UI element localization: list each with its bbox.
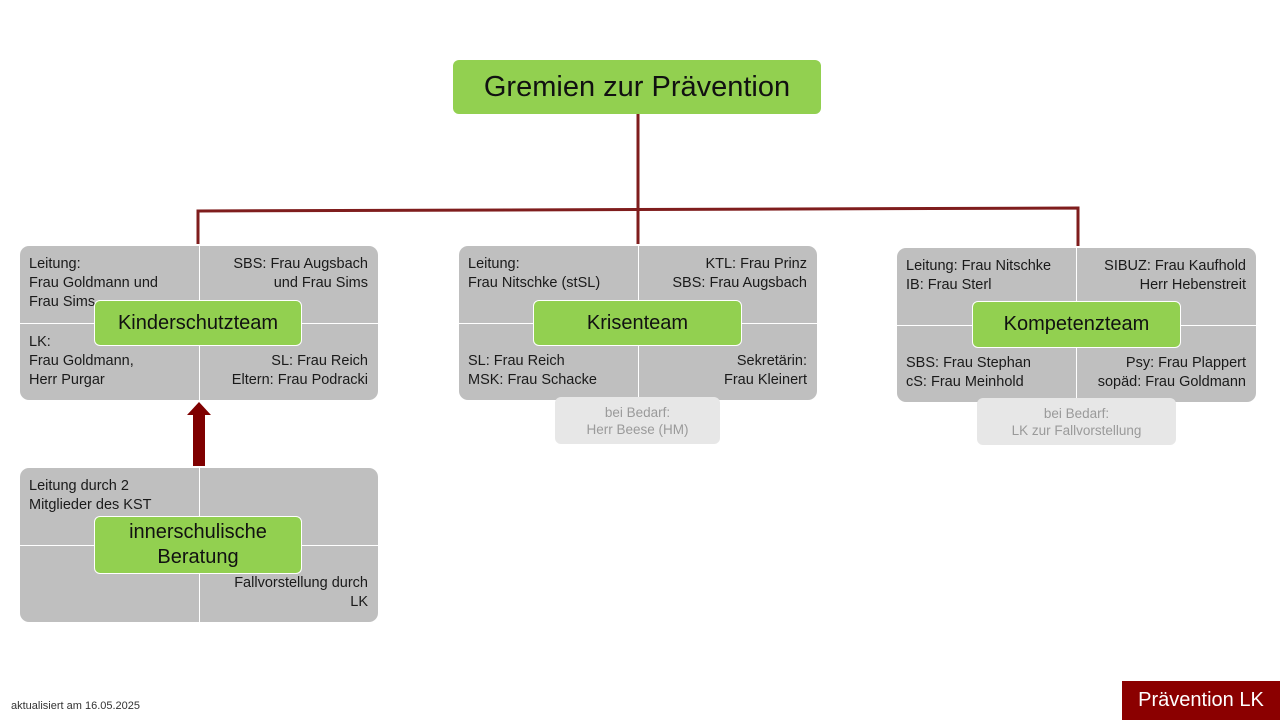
beratung-leitung: Leitung durch 2 Mitglieder des KST [29,478,152,513]
krisenteam-bei-bedarf: bei Bedarf: Herr Beese (HM) [555,397,720,444]
beratung-label: innerschulische Beratung [94,516,302,574]
diagram-title: Gremien zur Prävention [453,60,821,114]
praevention-lk-badge: Prävention LK [1122,681,1280,720]
krisenteam-sl-msk: SL: Frau Reich MSK: Frau Schacke [468,353,597,388]
krisenteam-label: Krisenteam [533,300,742,346]
krisenteam-sekretaerin: Sekretärin: Frau Kleinert [723,353,807,388]
horizontal-connector [196,206,1080,246]
krisenteam-ktl-sbs: KTL: Frau Prinz SBS: Frau Augsbach [672,256,807,291]
kompetenzteam-sibuz: SIBUZ: Frau Kaufhold Herr Hebenstreit [1104,258,1246,293]
arrow-head [187,402,211,415]
kompetenzteam-bei-bedarf: bei Bedarf: LK zur Fallvorstellung [977,398,1176,445]
kompetenzteam-sbs-cs: SBS: Frau Stephan cS: Frau Meinhold [906,355,1031,390]
kinderschutzteam-leitung: Leitung: Frau Goldmann und Frau Sims [29,256,158,310]
krisenteam-leitung: Leitung: Frau Nitschke (stSL) [468,256,601,291]
beratung-fallvorstellung: Fallvorstellung durch LK [234,575,368,610]
kinderschutzteam-sl-eltern: SL: Frau Reich Eltern: Frau Podracki [231,353,368,388]
last-updated-date: aktualisiert am 16.05.2025 [11,700,141,712]
kompetenzteam-psy-sopaed: Psy: Frau Plappert sopäd: Frau Goldmann [1097,355,1246,390]
kompetenzteam-leitung: Leitung: Frau Nitschke IB: Frau Sterl [906,258,1052,293]
kinderschutzteam-sbs: SBS: Frau Augsbach und Frau Sims [233,256,368,291]
kompetenzteam-label: Kompetenzteam [972,301,1181,348]
kinderschutzteam-lk: LK: Frau Goldmann, Herr Purgar [29,334,134,388]
arrow-shaft [193,414,205,466]
kinderschutzteam-label: Kinderschutzteam [94,300,302,346]
